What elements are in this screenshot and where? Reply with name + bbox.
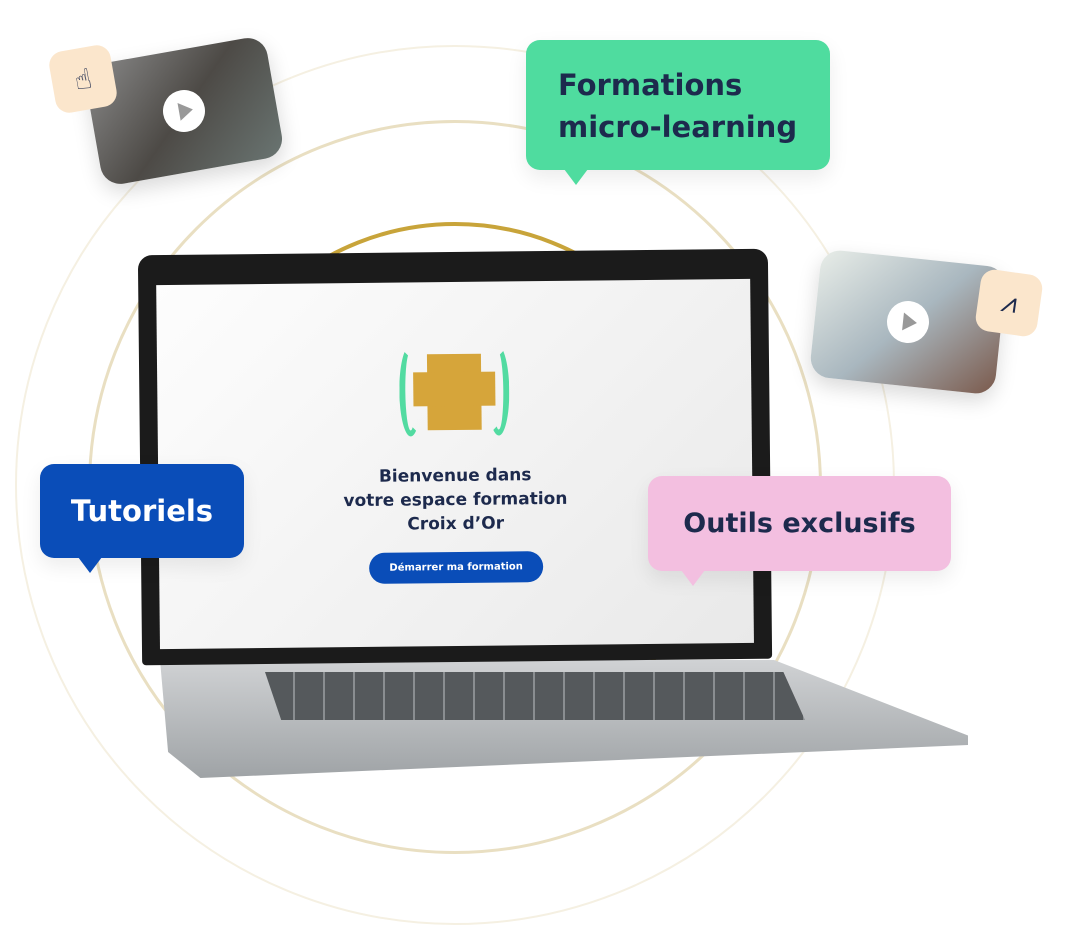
laptop-keyboard — [265, 672, 805, 720]
chart-arrow-icon: ⩘ — [973, 267, 1045, 339]
bubble-tutorials: Tutoriels — [40, 464, 244, 573]
bubble-exclusive-tools: Outils exclusifs — [648, 476, 951, 586]
laptop: Bienvenue dans votre espace formation Cr… — [137, 248, 773, 666]
croix-dor-logo — [398, 345, 510, 446]
start-training-button[interactable]: Démarrer ma formation — [369, 551, 544, 584]
laptop-screen: Bienvenue dans votre espace formation Cr… — [156, 278, 754, 650]
gold-cross-bar — [413, 371, 496, 407]
bubble-text: Formations — [558, 68, 743, 102]
hand-tap-icon: ☝ — [47, 43, 119, 115]
bubble-micro-learning: Formations micro-learning — [526, 40, 830, 185]
bubble-text: micro-learning — [558, 110, 798, 144]
play-icon[interactable] — [884, 298, 932, 346]
play-icon[interactable] — [159, 86, 209, 136]
